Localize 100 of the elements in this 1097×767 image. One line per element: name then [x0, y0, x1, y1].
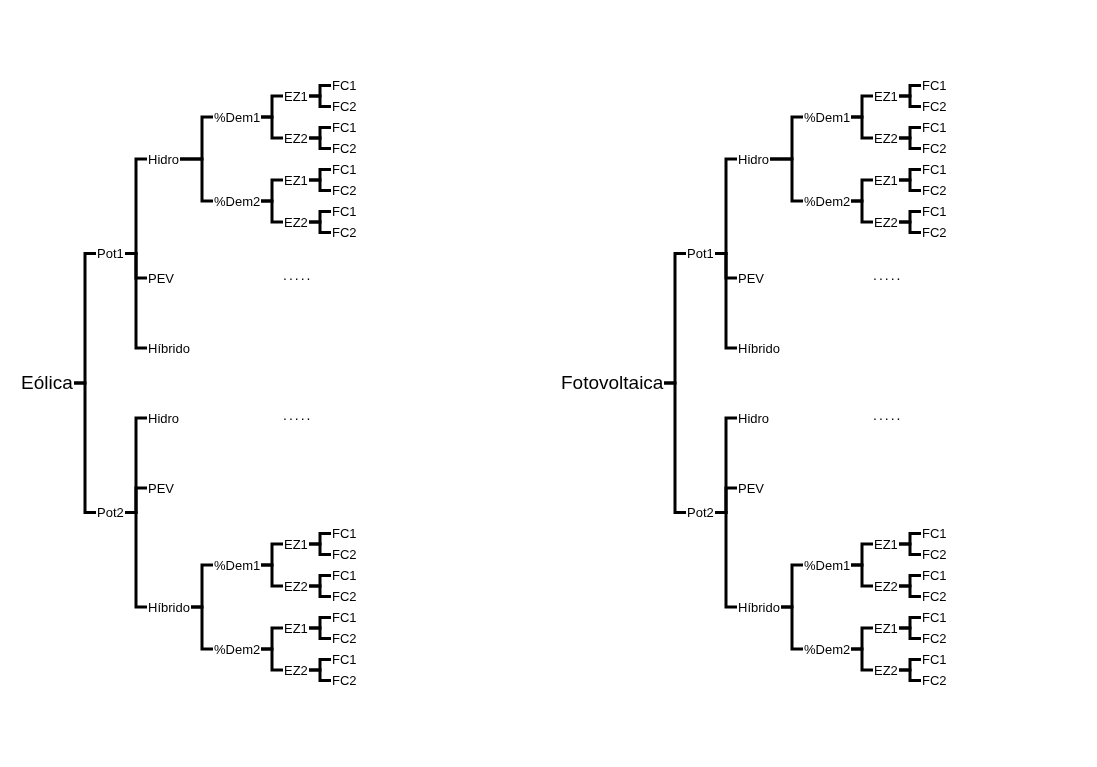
branch-line — [309, 626, 331, 640]
branch-line — [309, 94, 331, 108]
branch-line — [851, 199, 873, 224]
branch-line — [899, 136, 921, 150]
branch-line — [191, 605, 213, 651]
branch-line — [261, 647, 283, 672]
branch-line — [851, 563, 873, 588]
root-label: Eólica — [20, 372, 74, 394]
branch-label: PEV — [147, 480, 175, 496]
branch-line — [309, 584, 331, 598]
branch-label: EZ2 — [283, 130, 309, 146]
branch-label: EZ2 — [873, 214, 899, 230]
branch-label: FC2 — [331, 673, 358, 688]
branch-label: Híbrido — [737, 599, 781, 615]
branch-label: FC2 — [921, 547, 948, 562]
branch-line — [851, 115, 873, 140]
branch-label: %Dem1 — [213, 557, 262, 573]
branch-label: FC2 — [921, 183, 948, 198]
branch-line — [899, 178, 921, 192]
ellipsis: ..... — [873, 268, 903, 282]
branch-line — [851, 647, 873, 672]
ellipsis: ..... — [283, 408, 313, 422]
branch-line — [261, 115, 283, 140]
branch-label: EZ2 — [283, 662, 309, 678]
branch-label: FC2 — [331, 141, 358, 156]
branch-label: FC2 — [921, 589, 948, 604]
branch-label: FC1 — [331, 204, 358, 219]
branch-label: Híbrido — [737, 340, 781, 356]
branch-label: FC2 — [921, 673, 948, 688]
branch-label: EZ2 — [873, 130, 899, 146]
branch-line — [309, 178, 331, 192]
branch-label: PEV — [147, 270, 175, 286]
branch-line — [781, 605, 803, 651]
branch-label: EZ1 — [873, 620, 899, 636]
branch-label: FC2 — [921, 631, 948, 646]
branch-label: FC2 — [331, 99, 358, 114]
branch-line — [74, 381, 96, 514]
branch-label: EZ2 — [873, 578, 899, 594]
branch-line — [899, 626, 921, 640]
branch-label: FC1 — [331, 652, 358, 667]
branch-line — [899, 668, 921, 682]
branch-line — [261, 563, 283, 588]
branch-label: FC1 — [921, 120, 948, 135]
branch-label: FC2 — [921, 141, 948, 156]
ellipsis: ..... — [873, 408, 903, 422]
branch-label: Híbrido — [147, 340, 191, 356]
branch-line — [309, 220, 331, 234]
branch-label: EZ2 — [283, 578, 309, 594]
branch-label: %Dem2 — [213, 193, 262, 209]
branch-label: Híbrido — [147, 599, 191, 615]
branch-label: %Dem1 — [803, 109, 852, 125]
branch-label: FC1 — [921, 204, 948, 219]
branch-label: EZ1 — [283, 620, 309, 636]
branch-label: FC1 — [331, 526, 358, 541]
branch-label: Pot2 — [96, 505, 125, 520]
branch-label: FC1 — [921, 78, 948, 93]
branch-label: Pot1 — [686, 246, 715, 261]
branch-label: FC1 — [921, 568, 948, 583]
branch-label: %Dem1 — [803, 557, 852, 573]
branch-label: FC2 — [921, 225, 948, 240]
branch-line — [180, 157, 213, 203]
branch-label: FC1 — [331, 162, 358, 177]
branch-label: EZ1 — [873, 172, 899, 188]
branch-label: FC2 — [331, 225, 358, 240]
branch-label: Pot2 — [686, 505, 715, 520]
branch-line — [770, 157, 803, 203]
branch-label: EZ2 — [873, 662, 899, 678]
branch-label: EZ1 — [873, 536, 899, 552]
root-label: Fotovoltaica — [560, 372, 665, 394]
branch-label: Pot1 — [96, 246, 125, 261]
branch-label: FC2 — [331, 589, 358, 604]
branch-label: Hidro — [737, 151, 771, 167]
branch-line — [261, 199, 283, 224]
branch-label: FC1 — [921, 526, 948, 541]
branch-label: %Dem1 — [213, 109, 262, 125]
branch-line — [899, 220, 921, 234]
branch-label: Hidro — [737, 410, 771, 426]
branch-label: EZ1 — [283, 536, 309, 552]
branch-label: PEV — [737, 480, 765, 496]
branch-line — [664, 381, 686, 514]
branch-label: %Dem2 — [803, 641, 852, 657]
branch-label: EZ2 — [283, 214, 309, 230]
branch-line — [309, 136, 331, 150]
branch-line — [899, 542, 921, 556]
branch-label: Hidro — [147, 151, 181, 167]
branch-label: FC2 — [331, 547, 358, 562]
branch-label: EZ1 — [283, 88, 309, 104]
branch-line — [309, 542, 331, 556]
branch-label: EZ1 — [873, 88, 899, 104]
branch-label: FC1 — [921, 162, 948, 177]
branch-label: FC1 — [331, 568, 358, 583]
branch-label: FC1 — [331, 610, 358, 625]
branch-label: FC2 — [331, 183, 358, 198]
branch-label: EZ1 — [283, 172, 309, 188]
branch-label: FC1 — [921, 652, 948, 667]
branch-label: %Dem2 — [213, 641, 262, 657]
branch-label: PEV — [737, 270, 765, 286]
branch-line — [309, 668, 331, 682]
branch-line — [899, 584, 921, 598]
branch-label: FC2 — [331, 631, 358, 646]
